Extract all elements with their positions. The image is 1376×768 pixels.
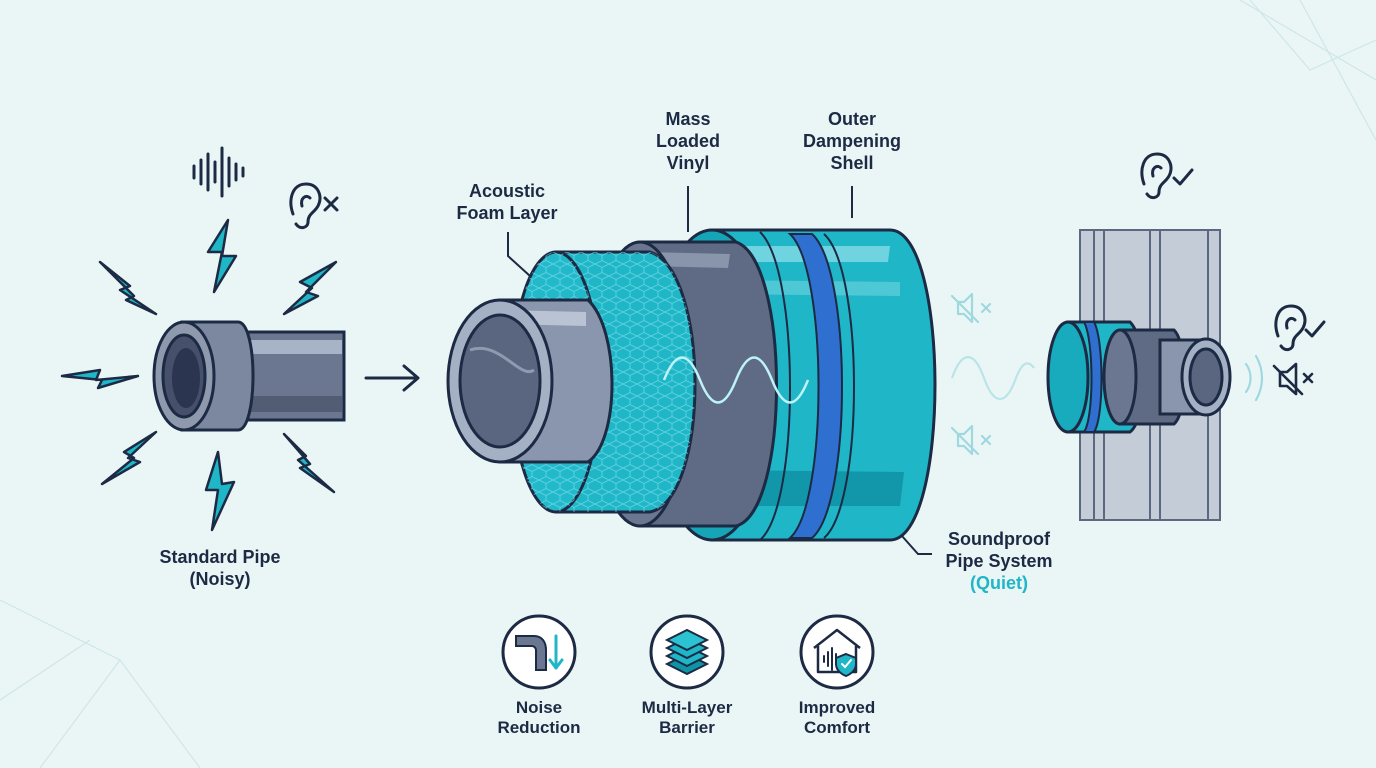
acoustic-foam-label: Acoustic Foam Layer — [440, 180, 574, 224]
label-line: Mass — [665, 109, 711, 129]
label-line: Dampening — [802, 131, 901, 151]
sound-wave-line — [662, 356, 810, 404]
label-line: Standard Pipe — [159, 547, 281, 567]
pipe-arrow-icon — [501, 614, 577, 690]
mass-loaded-vinyl-label: Mass Loaded Vinyl — [638, 108, 738, 174]
muted-speaker-icon — [950, 292, 992, 324]
feature-label-line: Barrier — [659, 718, 715, 737]
label-line: Soundproof — [948, 529, 1050, 549]
feature-label-line: Comfort — [803, 718, 871, 737]
label-line: Outer — [827, 109, 876, 129]
ear-check-icon — [1274, 304, 1326, 352]
leader-lines — [507, 186, 932, 555]
feature-label-line: Reduction — [497, 718, 581, 737]
feature-multi-layer-barrier: Multi-Layer Barrier — [612, 698, 762, 738]
bolt-icon — [100, 430, 158, 486]
feature-improved-comfort: Improved Comfort — [762, 698, 912, 738]
vibration-bolts — [60, 218, 338, 532]
muted-speaker-icon — [950, 424, 992, 456]
feature-label-line: Improved — [798, 698, 876, 717]
label-line: Shell — [830, 153, 874, 173]
label-line: (Noisy) — [189, 569, 251, 589]
label-line: Pipe System — [945, 551, 1053, 571]
quiet-wave-line — [950, 356, 1035, 400]
ear-muted-icon-left — [289, 182, 339, 230]
bolt-icon — [98, 260, 158, 316]
quiet-emission-lines — [1244, 354, 1264, 402]
layered-pipe — [446, 228, 937, 542]
bolt-icon — [282, 432, 336, 494]
outer-shell-label: Outer Dampening Shell — [790, 108, 914, 174]
feature-label-line: Noise — [515, 698, 563, 717]
bolt-icon — [206, 218, 238, 294]
transform-arrow-icon — [364, 364, 420, 392]
muted-speaker-icon — [1272, 362, 1314, 396]
bolt-icon — [282, 260, 338, 316]
feature-label-line: Multi-Layer — [641, 698, 733, 717]
standard-pipe-label: Standard Pipe (Noisy) — [150, 546, 290, 590]
label-line-quiet: (Quiet) — [970, 573, 1028, 593]
label-line: Acoustic — [468, 181, 546, 201]
ear-check-icon — [1140, 152, 1194, 200]
installed-pipe — [1046, 320, 1232, 434]
label-line: Loaded — [655, 131, 720, 151]
house-shield-icon — [799, 614, 875, 690]
feature-noise-reduction: Noise Reduction — [464, 698, 614, 738]
layers-icon — [649, 614, 725, 690]
label-line: Vinyl — [666, 153, 710, 173]
label-line: Foam Layer — [456, 203, 558, 223]
bolt-icon — [204, 450, 236, 532]
soundproof-system-label: Soundproof Pipe System (Quiet) — [934, 528, 1064, 594]
standard-pipe — [152, 320, 346, 432]
blue-band — [787, 233, 843, 539]
bolt-icon — [60, 368, 140, 390]
sound-wave-icon — [192, 146, 245, 198]
